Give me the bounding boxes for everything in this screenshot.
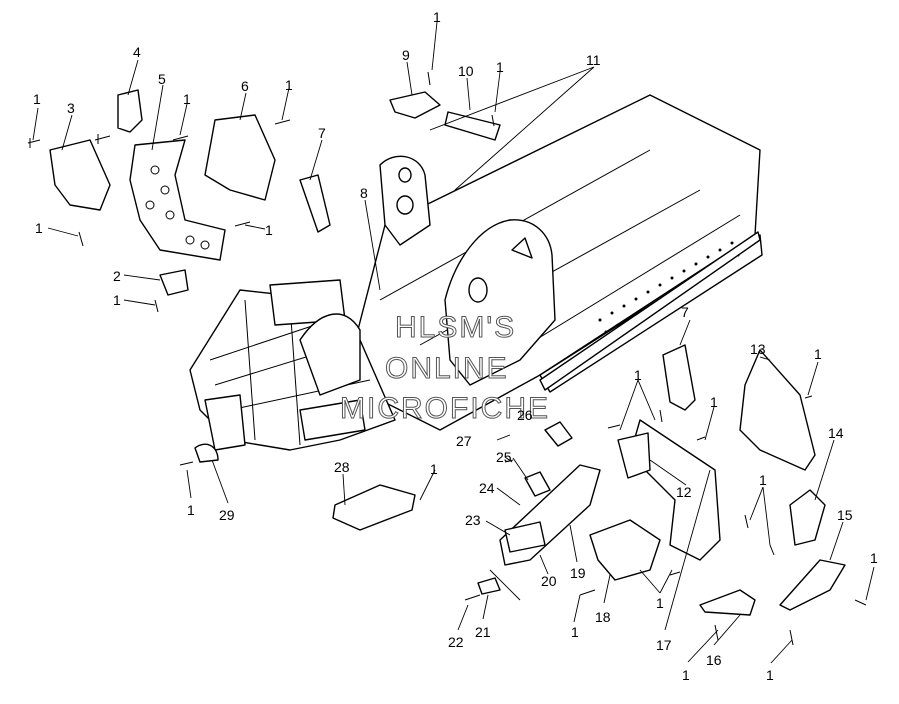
callout-8: 8 [360,185,368,201]
callout-4: 4 [133,44,141,60]
clip-part-21 [477,577,501,595]
strip-part-7-lower [662,344,696,411]
callout-5: 5 [158,71,166,87]
callout-1: 1 [656,595,664,611]
callout-24: 24 [479,480,495,496]
bracket-part-16 [699,589,756,616]
callout-1: 1 [33,91,41,107]
bracket-part-9 [389,91,441,119]
callout-1: 1 [682,667,690,683]
callout-27: 27 [456,433,472,449]
plate-part-28 [332,484,416,531]
callout-1: 1 [35,220,43,236]
callout-1: 1 [759,472,767,488]
tunnel-chassis [344,94,763,431]
callout-19: 19 [570,565,586,581]
callout-25: 25 [496,449,512,465]
callout-17: 17 [656,637,672,653]
bracket-part-14 [789,489,826,546]
leader-lines [32,21,875,664]
plate-part-5 [129,139,226,261]
callout-26: 26 [517,407,533,423]
callout-1: 1 [870,550,878,566]
callout-11: 11 [586,52,601,68]
callout-1: 1 [265,222,273,238]
shroud-part-13 [739,349,816,471]
clip-part-25 [524,471,551,497]
callout-23: 23 [465,512,481,528]
step-part-15 [779,559,846,611]
callout-1: 1 [634,367,642,383]
callout-3: 3 [67,100,75,116]
fasteners [27,71,867,646]
callout-1: 1 [571,624,579,640]
block-part-23 [504,521,546,553]
callout-6: 6 [241,78,249,94]
bracket-part-6 [204,114,276,201]
callout-15: 15 [837,507,853,523]
bracket-part-4 [117,89,143,133]
callout-1: 1 [710,394,718,410]
callout-1: 1 [430,461,438,477]
callout-1: 1 [433,9,441,25]
callout-1: 1 [496,59,504,75]
strip-part-7-upper [299,174,331,233]
callout-14: 14 [828,425,844,441]
callout-20: 20 [541,573,557,589]
callout-1: 1 [285,77,293,93]
callout-7: 7 [318,125,326,141]
callout-7: 7 [681,304,689,320]
callout-1: 1 [814,346,822,362]
callout-18: 18 [595,609,611,625]
callout-10: 10 [458,63,474,79]
watermark-line-2: ONLINE [385,352,509,385]
callout-2: 2 [113,268,121,284]
callout-1: 1 [187,502,195,518]
plate-part-3 [49,139,111,211]
callout-29: 29 [219,507,235,523]
front-frame [189,279,396,451]
callout-16: 16 [706,652,722,668]
pin-part-26 [544,421,573,447]
bracket-part-18 [589,519,661,581]
callout-28: 28 [334,459,350,475]
callout-9: 9 [402,47,410,63]
watermark: HLSM'S ONLINE MICROFICHE [340,311,550,426]
cap-part-29 [194,443,219,463]
watermark-line-1: HLSM'S [395,311,516,344]
watermark-line-3: MICROFICHE [340,392,550,425]
callout-22: 22 [448,634,464,650]
callout-labels: 1 1 1 1 1 1 1 1 1 1 1 1 1 1 1 1 1 1 1 1 … [33,9,878,683]
callout-21: 21 [475,624,491,640]
callout-12: 12 [676,484,692,500]
callout-1: 1 [113,292,121,308]
callout-13: 13 [750,341,766,357]
block-part-12 [617,432,651,479]
callout-1: 1 [766,667,774,683]
callout-1: 1 [183,91,191,107]
clip-part-2 [159,269,189,296]
